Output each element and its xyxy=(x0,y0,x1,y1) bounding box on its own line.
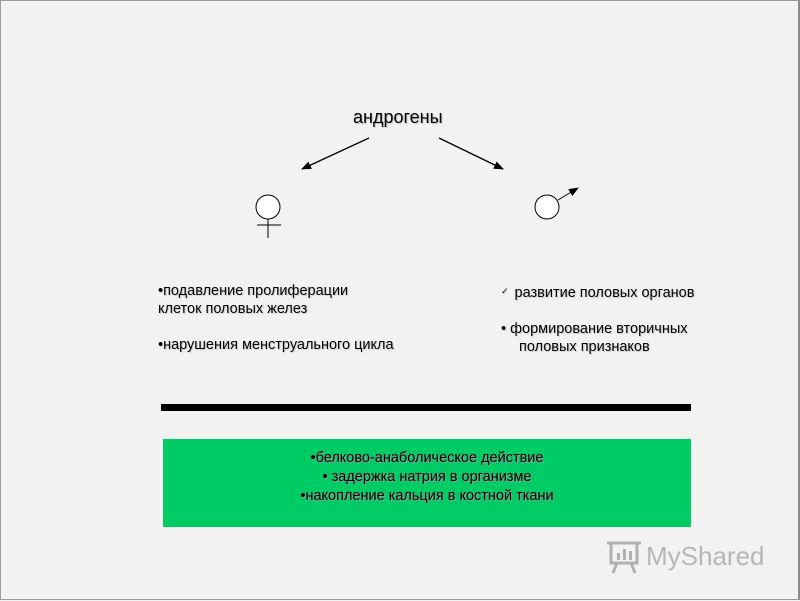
female-effects-list: •подавление пролиферации клеток половых … xyxy=(158,282,438,354)
list-item: • формирование вторичных xyxy=(501,321,688,337)
bullet: • xyxy=(501,321,507,337)
list-item: • задержка натрия в организме xyxy=(322,469,532,485)
bullet: • xyxy=(158,283,164,299)
list-item-continuation: клеток половых желез xyxy=(158,301,308,317)
list-item: •нарушения менструального цикла xyxy=(158,337,394,353)
arrow-to-male xyxy=(438,137,504,170)
list-item: ✓развитие половых органов xyxy=(501,285,695,301)
divider-line xyxy=(161,404,691,411)
logo-text: MyShared xyxy=(646,541,765,571)
female-symbol-icon xyxy=(255,194,281,238)
list-item: •белково-анаболическое действие xyxy=(310,450,544,466)
list-item-continuation: половых признаков xyxy=(519,339,650,355)
check-icon: ✓ xyxy=(501,286,509,296)
common-effects-box: •белково-анаболическое действие • задерж… xyxy=(163,439,691,527)
male-effects-list: ✓развитие половых органов • формирование… xyxy=(501,282,741,356)
male-symbol-icon xyxy=(534,187,579,220)
watermark-logo: MyShared xyxy=(605,537,765,577)
presentation-board-icon xyxy=(607,541,641,574)
list-item: •накопление кальция в костной ткани xyxy=(300,488,554,504)
list-item: •подавление пролиферации xyxy=(158,283,349,299)
arrow-to-female xyxy=(301,137,370,170)
bullet: • xyxy=(158,337,164,353)
slide-title: андрогены xyxy=(353,107,443,127)
